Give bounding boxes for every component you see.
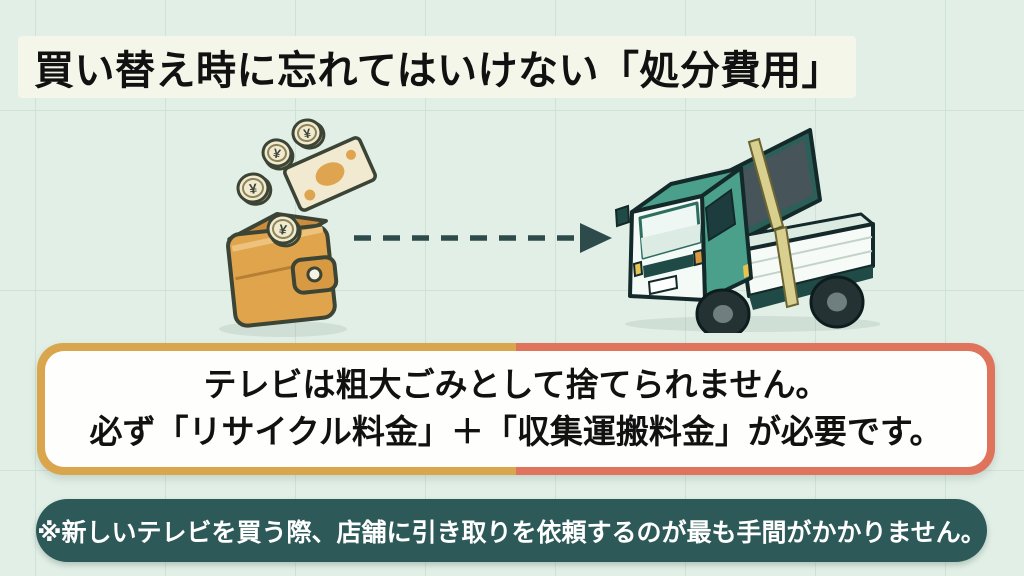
banknote-icon [283,136,377,212]
dashed-arrow-icon [354,223,612,253]
license-plate [647,274,679,296]
footnote-text: ※新しいテレビを買う際、店舗に引き取りを依頼するのが最も手間がかかりません。 [37,518,986,547]
wheel-icon [809,275,865,329]
strap-icon [747,137,785,232]
yen-symbol: ¥ [248,180,258,197]
truck-shadow [625,316,880,332]
notice-box: テレビは粗大ごみとして捨てられません。 必ず「リサイクル料金」＋「収集運搬料金」… [37,343,995,475]
coin-icon: ¥ [291,118,326,150]
notice-line-1: テレビは粗大ごみとして捨てられません。 [203,366,829,404]
yen-symbol: ¥ [302,125,312,141]
coin-icon: ¥ [266,213,302,248]
wallet-icon [226,212,339,328]
side-mirror [614,204,631,228]
title-banner: 買い替え時に忘れてはいけない「処分費用」 [18,36,856,98]
yen-symbol: ¥ [272,145,283,161]
yen-symbol: ¥ [278,221,288,238]
coin-icon: ¥ [261,138,295,171]
wheel-icon [695,288,751,333]
truck-with-tv-icon [614,128,880,333]
wallet-snap-button [306,266,323,283]
footnote-banner: ※新しいテレビを買う際、店舗に引き取りを依頼するのが最も手間がかかりません。 [36,499,987,562]
truck-cab [614,166,753,302]
strap-icon [773,225,800,309]
money-wallet-icon: ¥ ¥ ¥ ¥ [219,118,377,337]
coin-icon: ¥ [236,172,273,206]
notice-box-inner: テレビは粗大ごみとして捨てられません。 必ず「リサイクル料金」＋「収集運搬料金」… [45,351,987,467]
notice-line-2: 必ず「リサイクル料金」＋「収集運搬料金」が必要です。 [89,413,943,450]
page-title: 買い替え時に忘れてはいけない「処分費用」 [34,49,842,93]
